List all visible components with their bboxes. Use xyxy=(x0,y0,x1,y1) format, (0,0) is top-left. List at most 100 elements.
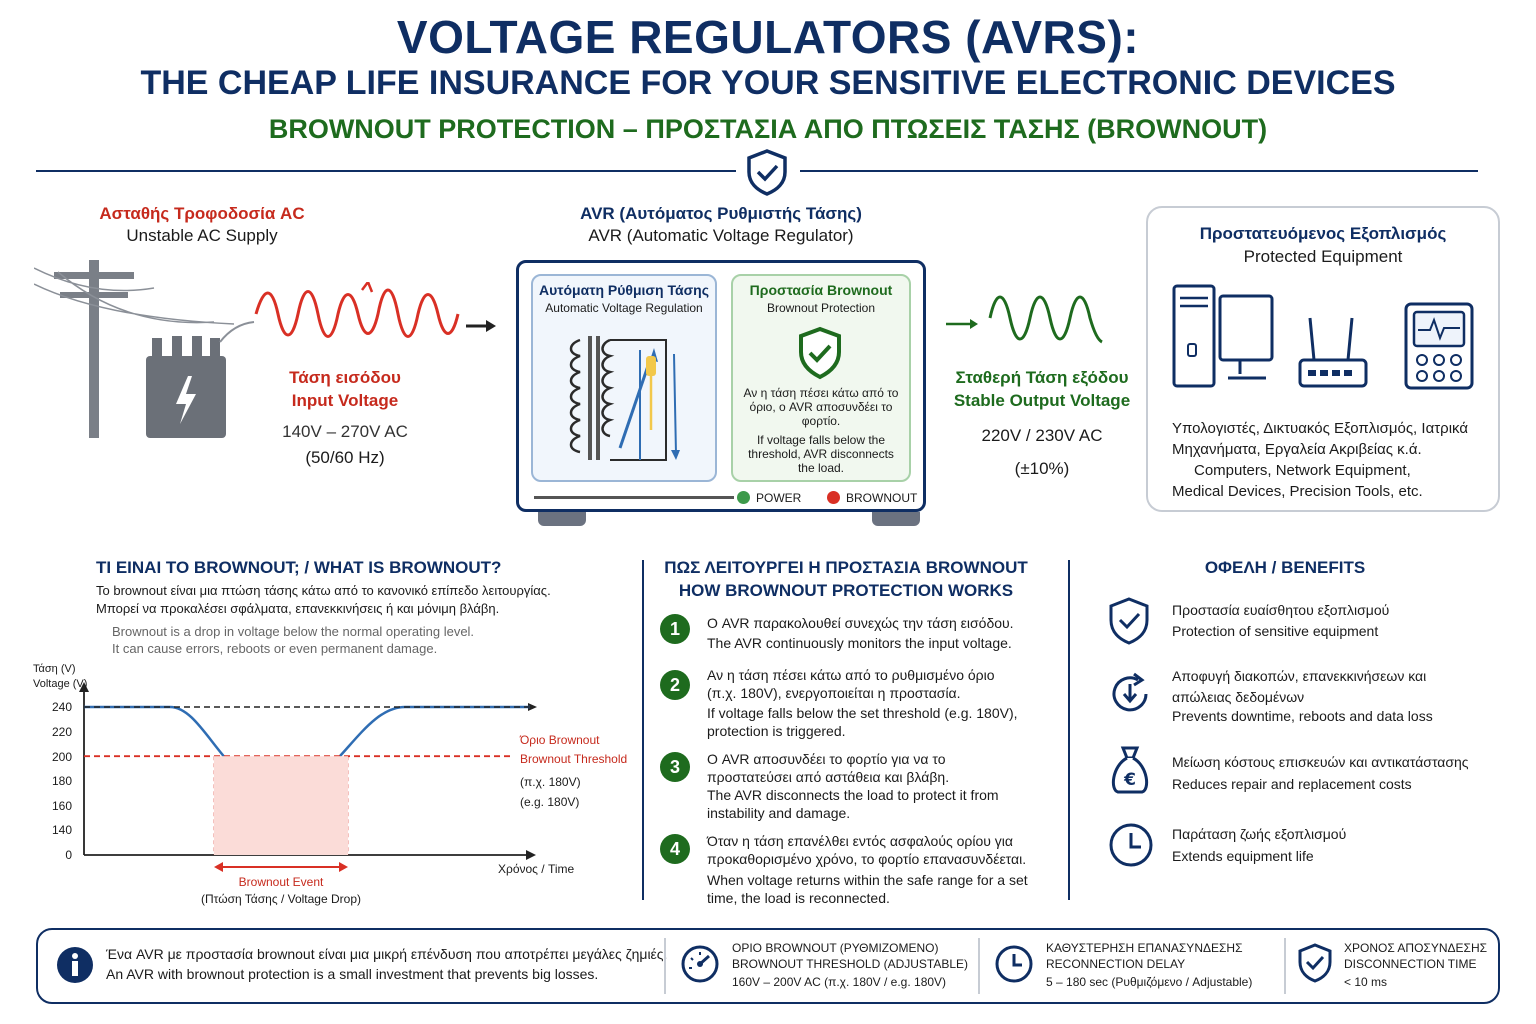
regulation-title-gr: Αυτόματη Ρύθμιση Τάσης xyxy=(539,282,709,298)
equipment-list-en-1: Computers, Network Equipment, xyxy=(1194,462,1411,479)
stable-wave-icon xyxy=(946,295,1103,344)
how-heading-1: ΠΩΣ ΛΕΙΤΟΥΡΓΕΙ Η ΠΡΟΣΤΑΣΙΑ BROWNOUT xyxy=(664,558,1028,577)
avr-title-en: AVR (Automatic Voltage Regulator) xyxy=(588,226,854,245)
event-arrow-right xyxy=(339,862,348,872)
event-arrow-left xyxy=(214,862,223,872)
how-heading-2: HOW BROWNOUT PROTECTION WORKS xyxy=(678,581,1014,600)
step-number-2: 2 xyxy=(660,670,690,700)
shield-check-icon xyxy=(1109,597,1149,645)
router-icon xyxy=(1298,317,1368,388)
power-led-icon xyxy=(737,491,750,504)
step-text-gr-4: Όταν η τάση επανέλθει εντός ασφαλούς ορί… xyxy=(707,833,1027,867)
threshold-title-en: BROWNOUT THRESHOLD (ADJUSTABLE) xyxy=(732,957,969,971)
benefit-text-en-3: Reduces repair and replacement costs xyxy=(1172,776,1412,792)
avr-regulation-panel xyxy=(531,274,717,482)
summary-bar xyxy=(36,928,1500,1004)
computer-icon xyxy=(1172,284,1274,388)
power-label: POWER xyxy=(756,491,802,505)
green-shield-check-icon xyxy=(799,326,841,380)
input-voltage-range: 140V – 270V AC xyxy=(282,422,408,441)
benefits-heading: ΟΦΕΛΗ / BENEFITS xyxy=(1204,558,1366,577)
avr-status-line xyxy=(534,496,734,499)
event-sublabel: (Πτώση Τάσης / Voltage Drop) xyxy=(201,892,361,906)
page-title: VOLTAGE REGULATORS (AVRS): xyxy=(396,11,1140,63)
shield-check-icon xyxy=(1298,943,1332,983)
supply-title-en: Unstable AC Supply xyxy=(126,226,278,245)
equipment-list-en-2: Medical Devices, Precision Tools, etc. xyxy=(1172,483,1423,500)
y-tick-label: 160 xyxy=(52,799,72,813)
chart-xlabel: Χρόνος / Time xyxy=(498,862,575,876)
step-text-gr-1: Ο AVR παρακολουθεί συνεχώς την τάση εισό… xyxy=(707,615,1014,631)
page-subtitle: THE CHEAP LIFE INSURANCE FOR YOUR SENSIT… xyxy=(140,64,1396,102)
clock-icon xyxy=(1109,823,1153,867)
threshold-example-gr: (π.χ. 180V) xyxy=(520,775,581,789)
delay-title-gr: ΚΑΘΥΣΤΕΡΗΣΗ ΕΠΑΝΑΣΥΝΔΕΣΗΣ xyxy=(1046,941,1243,955)
benefit-text-gr-4: Παράταση ζωής εξοπλισμού xyxy=(1172,826,1347,842)
medical-monitor-icon xyxy=(1404,302,1474,390)
benefit-text-gr-2: Αποφυγή διακοπών, επανεκκινήσεων και απώ… xyxy=(1172,668,1427,705)
what-is-text-gr-2: Μπορεί να προκαλέσει σφάλματα, επανεκκιν… xyxy=(96,601,500,616)
step-number-4: 4 xyxy=(660,834,690,864)
step-number-1: 1 xyxy=(660,614,690,644)
what-is-text-en-2: It can cause errors, reboots or even per… xyxy=(112,641,438,656)
header-divider-right xyxy=(800,170,1478,172)
unstable-wave-icon xyxy=(254,282,496,338)
step-text-en-2: If voltage falls below the set threshold… xyxy=(707,705,1018,739)
nominal-line-arrow xyxy=(528,703,537,711)
brownout-panel-text-en: If voltage falls below the threshold, AV… xyxy=(748,433,894,475)
avr-title-gr: AVR (Αυτόματος Ρυθμιστής Τάσης) xyxy=(580,204,862,223)
benefit-text-en-4: Extends equipment life xyxy=(1172,848,1314,864)
brownout-panel-title-gr: Προστασία Brownout xyxy=(749,282,893,298)
footer-divider-3 xyxy=(1284,938,1286,994)
chart-ylabel: Voltage (V) xyxy=(33,678,87,690)
brownout-label: BROWNOUT xyxy=(846,491,918,505)
footer-divider-1 xyxy=(664,938,666,994)
what-is-text-en-1: Brownout is a drop in voltage below the … xyxy=(112,624,475,639)
y-tick-label: 0 xyxy=(65,848,72,862)
output-voltage-en: Stable Output Voltage xyxy=(953,391,1131,410)
threshold-value: 160V – 200V AC (π.χ. 180V / e.g. 180V) xyxy=(732,975,947,989)
threshold-example-en: (e.g. 180V) xyxy=(520,795,579,809)
disconnection-title-gr: ΧΡΟΝΟΣ ΑΠΟΣΥΝΔΕΣΗΣ xyxy=(1344,941,1488,955)
threshold-label-gr: Όριο Brownout xyxy=(519,733,600,747)
threshold-label-en: Brownout Threshold xyxy=(520,752,627,766)
info-icon xyxy=(57,947,93,983)
output-voltage-tolerance: (±10%) xyxy=(1014,459,1070,478)
step-text-gr-2: Αν η τάση πέσει κάτω από το ρυθμισμένο ό… xyxy=(707,667,995,701)
input-voltage-gr: Τάση εισόδου xyxy=(289,368,401,387)
equipment-title-gr: Προστατευόμενος Εξοπλισμός xyxy=(1199,224,1447,243)
equipment-icons xyxy=(1172,284,1474,390)
brownout-led-icon xyxy=(827,491,840,504)
supply-title-gr: Ασταθής Τροφοδοσία AC xyxy=(99,204,305,223)
section-banner: BROWNOUT PROTECTION – ΠΡΟΣΤΑΣΙΑ ΑΠΟ ΠΤΩΣ… xyxy=(268,114,1268,144)
input-voltage-en: Input Voltage xyxy=(291,391,399,410)
what-is-heading: ΤΙ ΕΙΝΑΙ ΤΟ BROWNOUT; / WHAT IS BROWNOUT… xyxy=(96,558,502,577)
y-tick-label: 140 xyxy=(52,823,72,837)
event-label: Brownout Event xyxy=(239,875,324,889)
y-tick-label: 220 xyxy=(52,725,72,739)
step-text-gr-3: Ο AVR αποσυνδέει το φορτίο για να το προ… xyxy=(707,751,950,785)
what-is-text-gr-1: Το brownout είναι μια πτώση τάσης κάτω α… xyxy=(96,583,551,598)
step-text-en-1: The AVR continuously monitors the input … xyxy=(707,635,1012,651)
utility-pole-transformer-icon xyxy=(34,260,255,438)
brownout-panel-text-gr: Αν η τάση πέσει κάτω από το όριο, ο AVR … xyxy=(743,386,899,428)
output-voltage-gr: Σταθερή Τάση εξόδου xyxy=(955,368,1129,387)
delay-value: 5 – 180 sec (Ρυθμιζόμενο / Adjustable) xyxy=(1046,975,1253,989)
footer-divider-2 xyxy=(978,938,980,994)
svg-text:€: € xyxy=(1123,770,1136,790)
gauge-icon xyxy=(681,945,719,983)
x-axis-arrow xyxy=(526,850,536,860)
benefit-text-gr-3: Μείωση κόστους επισκευών και αντικατάστα… xyxy=(1172,754,1469,770)
restart-icon xyxy=(1112,672,1148,712)
regulation-title-en: Automatic Voltage Regulation xyxy=(545,301,703,315)
step-text-en-4: When voltage returns within the safe ran… xyxy=(707,872,1028,906)
avr-foot-right xyxy=(872,512,920,526)
brownout-event-region xyxy=(214,756,348,855)
delay-title-en: RECONNECTION DELAY xyxy=(1046,957,1186,971)
equipment-list-gr: Υπολογιστές, Δικτυακός Εξοπλισμός, Ιατρι… xyxy=(1172,420,1469,458)
transformer-coil-icon xyxy=(569,336,680,461)
info-text-gr: Ένα AVR με προστασία brownout είναι μια … xyxy=(106,946,668,962)
input-frequency: (50/60 Hz) xyxy=(305,448,385,467)
y-tick-label: 200 xyxy=(52,750,72,764)
